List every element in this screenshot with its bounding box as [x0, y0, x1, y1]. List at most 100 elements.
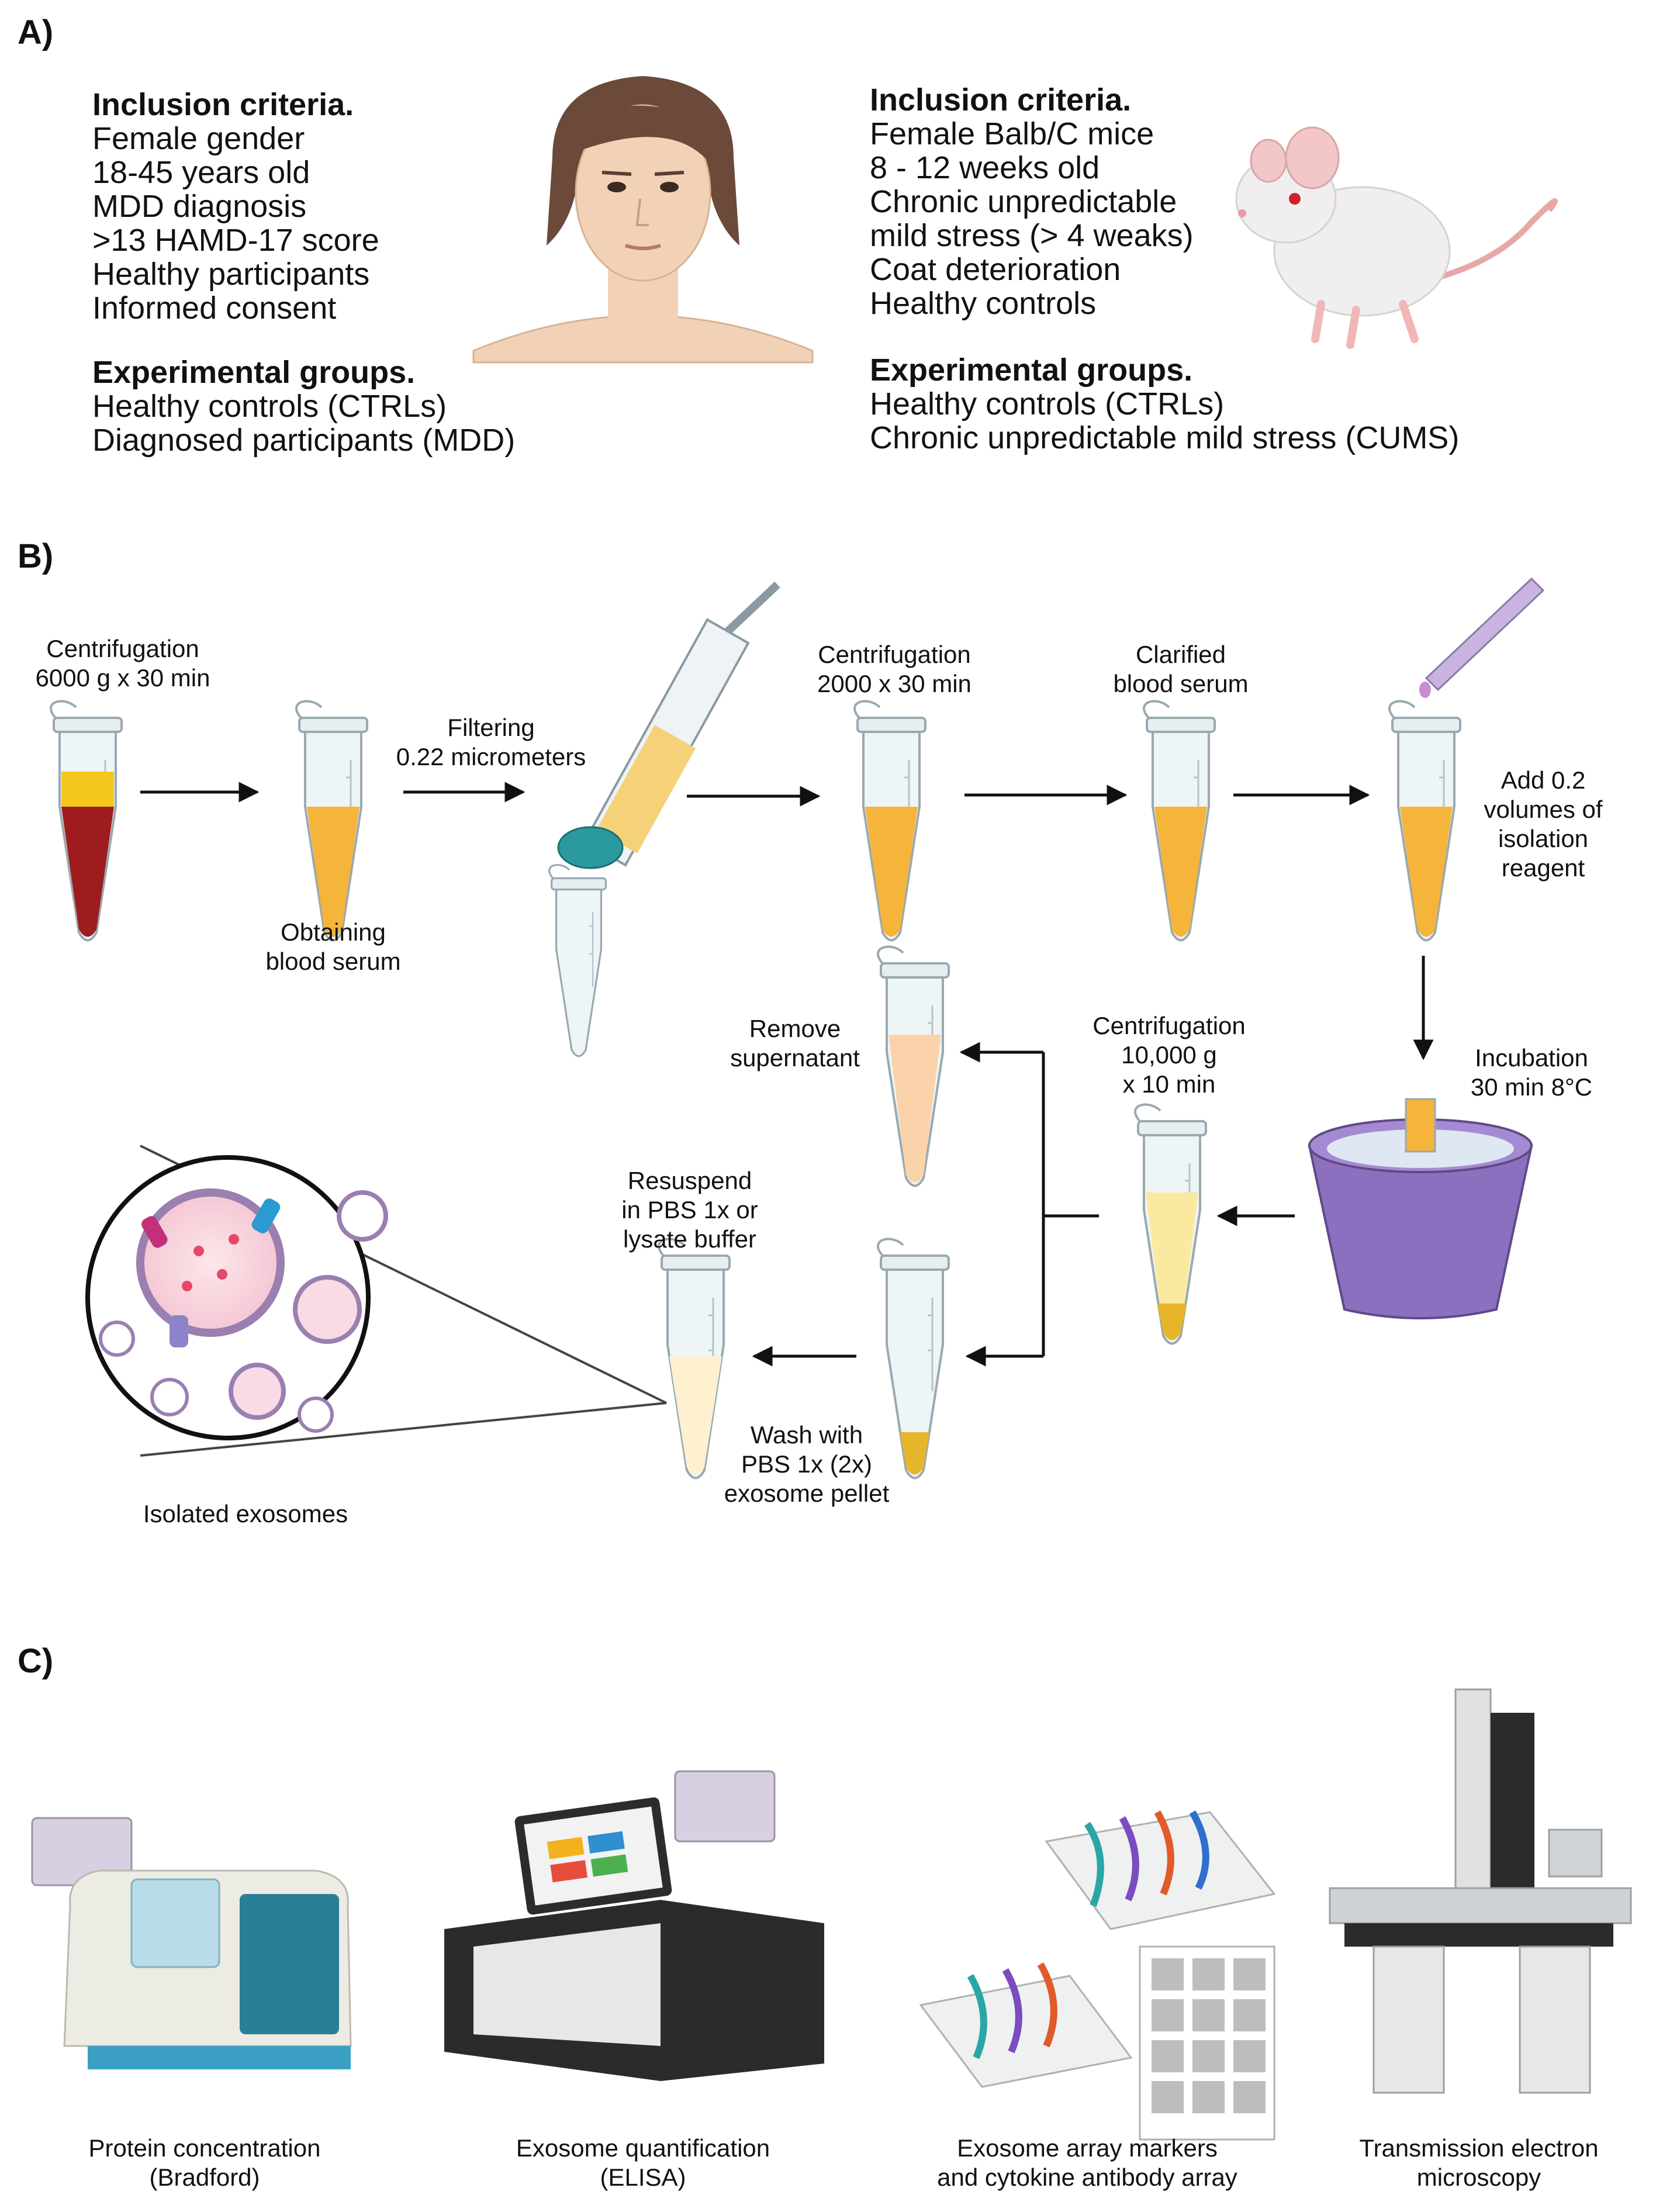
tube-serum-2: [853, 700, 926, 942]
panel-label-b: B): [18, 537, 54, 575]
mouse-groups: Experimental groups. Healthy controls (C…: [870, 353, 1459, 455]
label-line: 0.22 micrometers: [396, 743, 586, 770]
label-line: reagent: [1501, 854, 1585, 882]
mouse-group-item: Healthy controls (CTRLs): [870, 386, 1225, 421]
mouse-inclusion-item: Chronic unpredictable: [870, 184, 1177, 219]
label-line: Centrifugation: [46, 635, 199, 662]
human-criteria: Inclusion criteria. Female gender 18-45 …: [92, 88, 379, 325]
label-clarified-serum: Clarified blood serum: [1081, 640, 1280, 699]
mouse-inclusion-item: 8 - 12 weeks old: [870, 150, 1100, 185]
label-line: Resuspend: [627, 1167, 752, 1194]
tube-clarified-serum: [1143, 700, 1216, 942]
human-inclusion-item: Informed consent: [92, 291, 337, 326]
human-inclusion-title: Inclusion criteria.: [92, 87, 354, 122]
tube-serum-1: [295, 700, 368, 942]
label-line: Centrifugation: [1093, 1012, 1246, 1039]
label-line: Filtering: [447, 714, 535, 741]
label-incubation: Incubation 30 min 8°C: [1444, 1043, 1619, 1102]
label-filtering: Filtering 0.22 micrometers: [380, 713, 602, 772]
panel-label-a: A): [18, 13, 54, 51]
mouse-inclusion-title: Inclusion criteria.: [870, 82, 1132, 117]
label-line: supernatant: [730, 1044, 860, 1072]
label-line: and cytokine antibody array: [937, 2163, 1237, 2191]
mouse-illustration: [1235, 126, 1558, 349]
label-line: Transmission electron: [1359, 2134, 1599, 2162]
label-line: Clarified: [1135, 641, 1226, 668]
mouse-inclusion-item: Healthy controls: [870, 286, 1097, 321]
human-inclusion-item: >13 HAMD-17 score: [92, 223, 379, 258]
plate-reader-icon: [444, 1770, 824, 2081]
spectrophotometer-icon: [31, 1817, 352, 2069]
label-line: (Bradford): [149, 2163, 260, 2191]
human-illustration: [472, 76, 814, 364]
ice-bucket-icon: [1308, 1098, 1533, 1319]
mouse-group-item: Chronic unpredictable mild stress (CUMS): [870, 420, 1460, 455]
label-line: blood serum: [1113, 670, 1249, 697]
human-groups-title: Experimental groups.: [92, 355, 416, 390]
mouse-inclusion-item: Female Balb/C mice: [870, 116, 1154, 151]
label-line: Obtaining: [281, 918, 386, 946]
label-line: lysate buffer: [623, 1225, 757, 1253]
syringe-filter-icon: [557, 581, 780, 869]
label-line: microscopy: [1416, 2163, 1541, 2191]
mouse-inclusion-item: Coat deterioration: [870, 252, 1121, 287]
tube-supernatant: [877, 945, 950, 1187]
label-line: Wash with: [750, 1421, 863, 1449]
label-line: Centrifugation: [818, 641, 971, 668]
panel-label-c: C): [18, 1642, 54, 1680]
tube-resuspended: [658, 1238, 731, 1480]
label-line: Protein concentration: [88, 2134, 321, 2162]
label-remove-supernatant: Remove supernatant: [701, 1014, 888, 1073]
label-centrifugation-2: Centrifugation 2000 x 30 min: [783, 640, 1005, 699]
label-line: Add 0.2: [1501, 766, 1586, 794]
label-isolated-exosomes: Isolated exosomes: [143, 1500, 348, 1527]
label-line: PBS 1x (2x): [741, 1450, 873, 1478]
mouse-inclusion-item: mild stress (> 4 weaks): [870, 218, 1194, 253]
mouse-criteria: Inclusion criteria. Female Balb/C mice 8…: [870, 83, 1194, 320]
label-resuspend: Resuspend in PBS 1x or lysate buffer: [596, 1166, 783, 1254]
tube-centrifugation-3: [1134, 1103, 1207, 1345]
human-inclusion-item: 18-45 years old: [92, 155, 310, 190]
label-add-reagent: Add 0.2 volumes of isolation reagent: [1467, 766, 1619, 883]
label-line: 2000 x 30 min: [817, 670, 972, 697]
label-line: 6000 g x 30 min: [35, 664, 210, 692]
mouse-groups-title: Experimental groups.: [870, 352, 1193, 388]
tube-whole-blood: [50, 700, 123, 942]
human-groups: Experimental groups. Healthy controls (C…: [92, 355, 515, 457]
label-line: isolation: [1498, 825, 1589, 852]
label-line: in PBS 1x or: [621, 1196, 758, 1223]
pipette-icon: [1419, 577, 1545, 698]
label-line: (ELISA): [600, 2163, 686, 2191]
tube-pellet: [877, 1238, 950, 1480]
label-line: 30 min 8°C: [1470, 1073, 1593, 1101]
label-line: blood serum: [265, 948, 401, 975]
electron-microscope-icon: [1329, 1688, 1632, 2094]
label-line: volumes of: [1484, 796, 1603, 823]
label-line: Exosome array markers: [957, 2134, 1218, 2162]
workflow-arrows: [140, 782, 1434, 1367]
exosome-magnified-view: [85, 1145, 667, 1457]
tube-add-reagent: [1388, 700, 1461, 942]
label-line: Remove: [749, 1015, 841, 1042]
label-obtaining-serum: Obtaining blood serum: [234, 918, 433, 976]
label-line: Incubation: [1475, 1044, 1588, 1072]
label-centrifugation-3: Centrifugation 10,000 g x 10 min: [1064, 1011, 1274, 1099]
label-protein-concentration: Protein concentration (Bradford): [47, 2134, 362, 2192]
antibody-array-icon: [919, 1810, 1276, 2141]
label-wash: Wash with PBS 1x (2x) exosome pellet: [707, 1420, 906, 1508]
label-line: Exosome quantification: [516, 2134, 770, 2162]
label-array: Exosome array markers and cytokine antib…: [900, 2134, 1274, 2192]
label-line: x 10 min: [1122, 1070, 1216, 1098]
label-exosome-quantification: Exosome quantification (ELISA): [468, 2134, 818, 2192]
human-group-item: Healthy controls (CTRLs): [92, 389, 447, 424]
label-centrifugation-1: Centrifugation 6000 g x 30 min: [6, 634, 240, 693]
label-tem: Transmission electron microscopy: [1321, 2134, 1637, 2192]
tube-empty-filter: [548, 864, 607, 1057]
human-inclusion-item: Female gender: [92, 121, 305, 156]
human-inclusion-item: Healthy participants: [92, 257, 370, 292]
human-group-item: Diagnosed participants (MDD): [92, 423, 516, 458]
human-inclusion-item: MDD diagnosis: [92, 189, 307, 224]
label-line: 10,000 g: [1121, 1041, 1217, 1069]
label-line: exosome pellet: [724, 1480, 890, 1507]
